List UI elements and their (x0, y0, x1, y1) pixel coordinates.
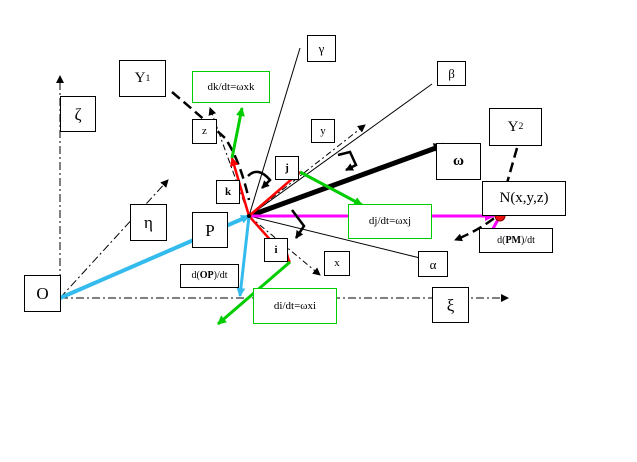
gamma-label: γ (307, 35, 336, 62)
dj-dt-vector (299, 170, 363, 207)
point-p-label: P (192, 212, 228, 248)
dop-dt-vector (236, 215, 251, 297)
omega-label: ω (436, 143, 481, 180)
dk-dt-label: dk/dt=ωxk (192, 71, 270, 103)
i-label: i (264, 238, 288, 262)
beta-line (248, 83, 433, 217)
dop-dt-label: d(OP)/dt (180, 264, 239, 288)
zeta-label: ζ (60, 96, 96, 132)
beta-label: β (437, 61, 466, 86)
di-dt-label: di/dt=ωxi (253, 288, 337, 324)
origin-label: O (24, 275, 61, 312)
alpha-arc (291, 209, 306, 239)
dj-dt-label: dj/dt=ωxj (348, 204, 432, 239)
beta-arc (337, 150, 358, 172)
y1-trace (171, 91, 251, 201)
point-n-label: N(x,y,z) (482, 181, 566, 216)
eta-axis (59, 179, 169, 299)
dpm-dt-label: d(PM)/dt (479, 228, 553, 253)
xi-label: ξ (432, 287, 469, 323)
alpha-line (248, 215, 421, 259)
x-label: x (324, 251, 350, 276)
j-label: j (275, 156, 299, 180)
gamma-line (248, 47, 301, 217)
k-label: k (216, 180, 240, 204)
k-unit-vector (229, 157, 251, 217)
point-p-marker (247, 214, 251, 218)
dk-dt-vector (230, 107, 245, 159)
gamma-arc (247, 170, 272, 189)
alpha-label: α (418, 251, 448, 277)
eta-label: η (130, 204, 167, 241)
omega-vector (248, 142, 445, 219)
z-label: z (192, 119, 217, 144)
y-label: y (311, 119, 335, 143)
